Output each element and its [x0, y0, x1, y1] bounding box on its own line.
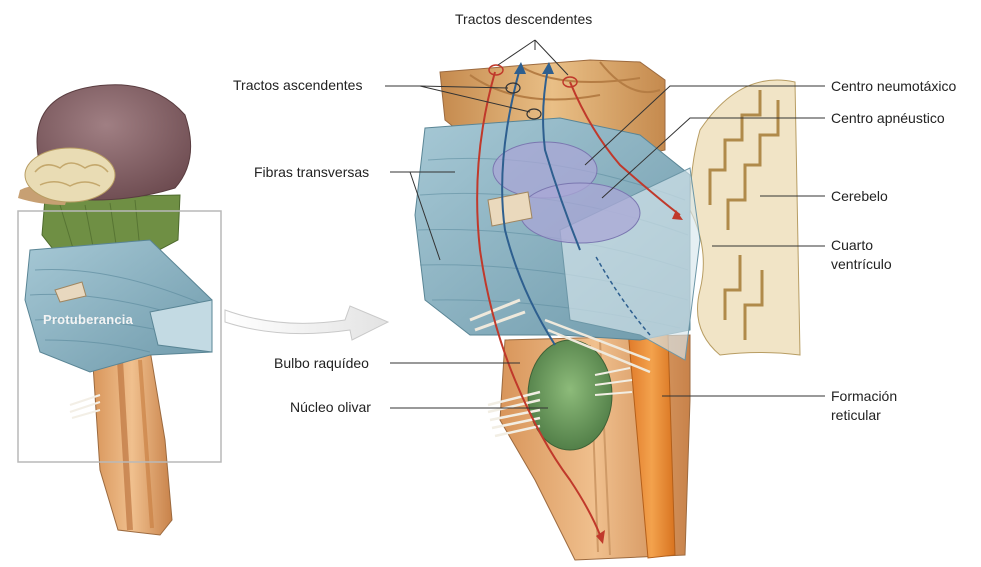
- label-centro-apneustico: Centro apnéustico: [831, 110, 945, 127]
- label-cuarto-ventriculo-line1: Cuarto: [831, 237, 873, 254]
- label-fibras-transversas: Fibras transversas: [254, 164, 369, 181]
- apneustic-center: [520, 183, 640, 243]
- label-tractos-ascendentes: Tractos ascendentes: [233, 77, 362, 94]
- small-brainstem: [18, 85, 221, 535]
- zoom-arrow: [225, 306, 388, 340]
- large-brainstem: [415, 60, 800, 560]
- small-medulla: [92, 350, 172, 535]
- label-tractos-descendentes: Tractos descendentes: [455, 11, 592, 28]
- label-nucleo-olivar: Núcleo olivar: [290, 399, 371, 416]
- label-formacion-reticular-line2: reticular: [831, 407, 881, 424]
- label-cuarto-ventriculo-line2: ventrículo: [831, 256, 892, 273]
- small-cut-surface: [25, 148, 115, 202]
- label-protuberancia: Protuberancia: [43, 312, 133, 327]
- label-cerebelo: Cerebelo: [831, 188, 888, 205]
- label-bulbo-raquideo: Bulbo raquídeo: [274, 355, 369, 372]
- label-formacion-reticular-line1: Formación: [831, 388, 897, 405]
- label-centro-neumotaxico: Centro neumotáxico: [831, 78, 956, 95]
